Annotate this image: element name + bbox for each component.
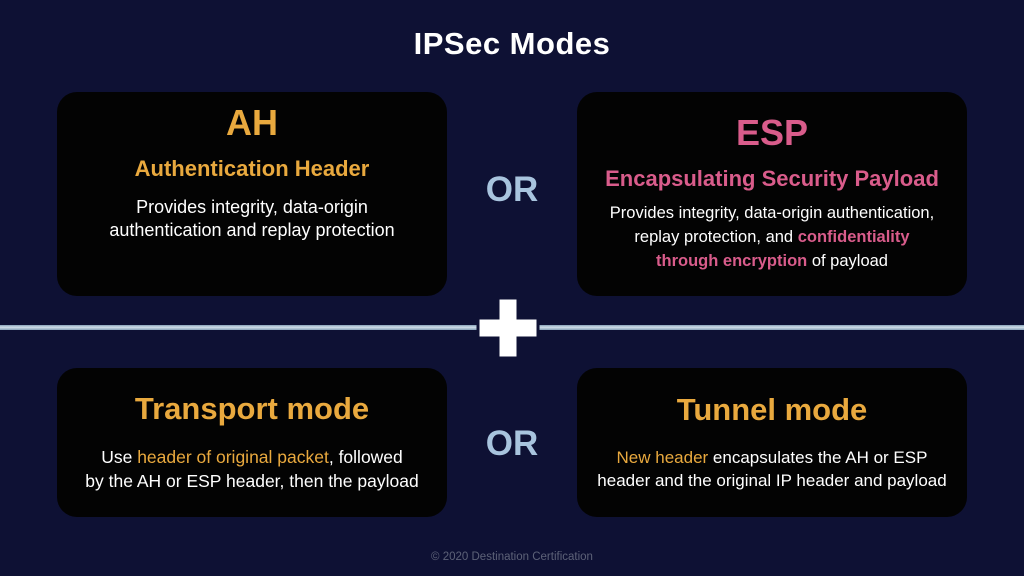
card-transport-title: Transport mode xyxy=(134,391,370,427)
card-ah: AH Authentication Header Provides integr… xyxy=(57,92,447,296)
or-connector-top: OR xyxy=(485,170,539,209)
card-tunnel-body: New header encapsulates the AH or ESP he… xyxy=(597,447,947,491)
card-ah-title: AH xyxy=(226,102,278,143)
card-ah-subtitle: Authentication Header xyxy=(134,156,370,182)
card-esp-subtitle: Encapsulating Security Payload xyxy=(605,166,939,192)
or-connector-bottom: OR xyxy=(485,424,539,463)
copyright-notice: © 2020 Destination Certification xyxy=(431,551,593,563)
plus-icon xyxy=(476,296,540,360)
card-esp: ESP Encapsulating Security Payload Provi… xyxy=(577,92,967,296)
card-transport-mode: Transport mode Use header of original pa… xyxy=(57,368,447,517)
card-tunnel-title: Tunnel mode xyxy=(676,391,868,427)
card-esp-body: Provides integrity, data-origin authenti… xyxy=(609,203,935,270)
card-transport-body: Use header of original packet, followed … xyxy=(85,446,419,492)
card-ah-body: Provides integrity, data-origin authenti… xyxy=(109,196,395,241)
card-esp-title: ESP xyxy=(735,112,809,153)
card-tunnel-mode: Tunnel mode New header encapsulates the … xyxy=(577,368,967,517)
page-title: IPSec Modes xyxy=(413,26,611,61)
